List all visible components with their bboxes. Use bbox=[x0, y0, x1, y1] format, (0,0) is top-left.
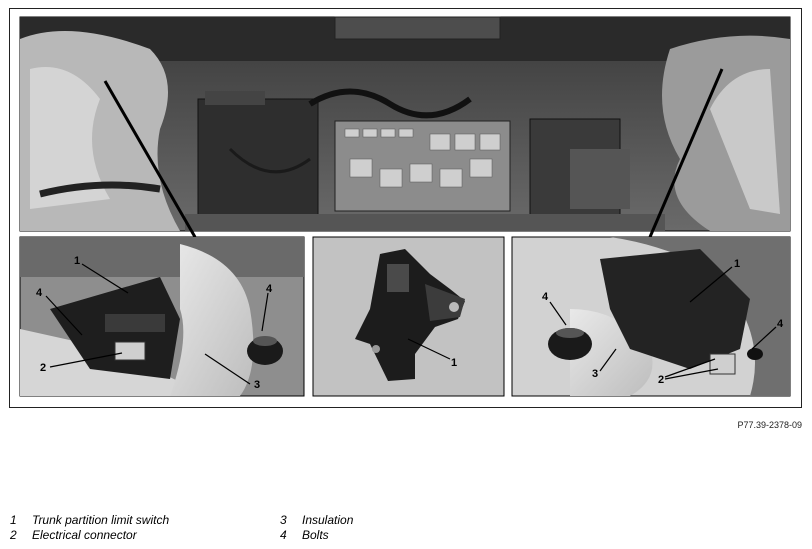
trunk-overview-photo bbox=[19, 16, 791, 232]
figure-frame: 1 4 4 2 3 1 bbox=[9, 8, 802, 408]
right-callout-4b: 4 bbox=[777, 318, 784, 330]
left-callout-4a: 4 bbox=[36, 287, 43, 299]
right-callout-2: 2 bbox=[658, 374, 664, 386]
left-callout-2: 2 bbox=[40, 362, 46, 374]
illustration: 1 4 4 2 3 1 bbox=[19, 16, 791, 397]
left-callout-4b: 4 bbox=[266, 283, 273, 295]
center-callout-1: 1 bbox=[451, 357, 457, 369]
left-detail-photo: 1 4 4 2 3 bbox=[19, 236, 305, 397]
left-callout-3: 3 bbox=[254, 379, 260, 391]
figure-reference: P77.39-2378-09 bbox=[737, 420, 802, 430]
pointer-line-right bbox=[648, 68, 724, 238]
center-detail-photo: 1 bbox=[312, 236, 505, 397]
right-callout-4a: 4 bbox=[542, 291, 549, 303]
pointer-line-left bbox=[103, 80, 197, 238]
left-callout-1: 1 bbox=[74, 255, 80, 267]
right-detail-photo: 1 4 4 2 3 bbox=[511, 236, 791, 397]
right-callout-1: 1 bbox=[734, 258, 740, 270]
right-callout-3: 3 bbox=[592, 368, 598, 380]
